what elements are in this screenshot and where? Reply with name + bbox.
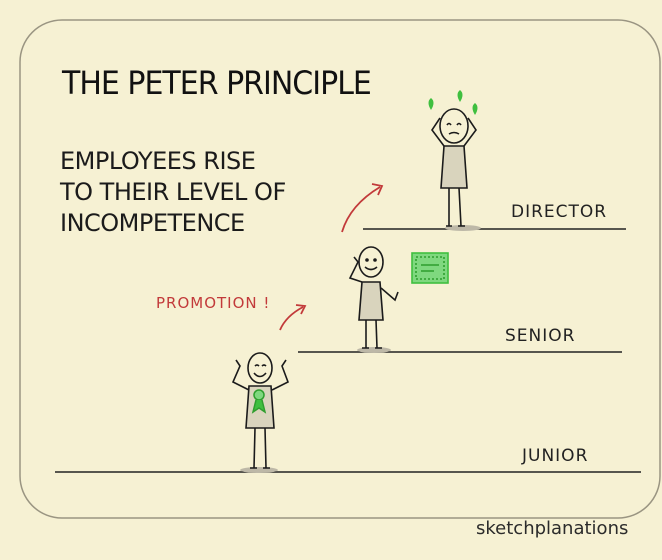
subtitle: EMPLOYEES RISE TO THEIR LEVEL OF INCOMPE… [60,147,286,237]
sweat-drops [428,90,478,115]
level-label-junior: JUNIOR [522,446,589,466]
level-label-senior: SENIOR [505,326,576,346]
director-figure [431,108,477,227]
junior-shadow [240,467,278,473]
senior-figure [348,246,399,349]
level-label-director: DIRECTOR [511,202,608,222]
promotion-label: PROMOTION ! [156,294,271,312]
junior-figure [231,352,290,469]
certificate-icon [411,252,449,284]
director-shadow [445,225,481,231]
rosette-icon [251,389,267,414]
promotion-arrow-upper [341,186,381,233]
page-title: THE PETER PRINCIPLE [62,64,372,103]
brand-signature: sketchplanations [476,518,629,539]
promotion-arrow-lower [279,306,304,331]
frame-border [19,19,661,519]
